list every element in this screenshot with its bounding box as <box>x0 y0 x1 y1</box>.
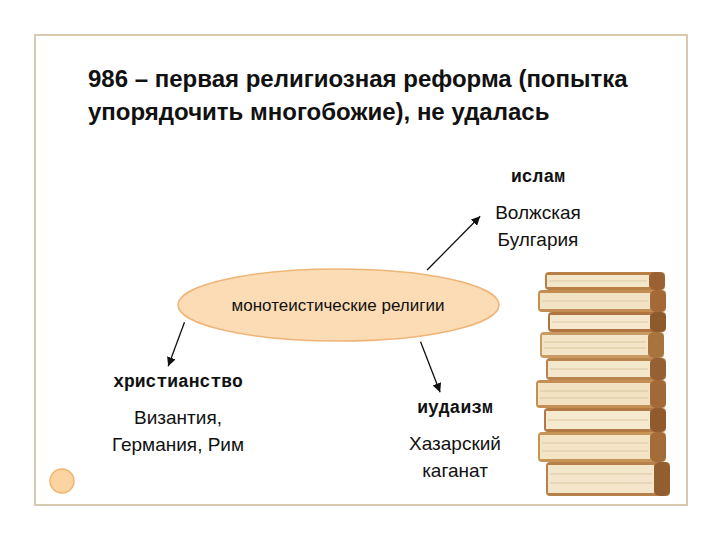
state-name: Волжская Булгария <box>483 199 593 253</box>
arrow-connector <box>168 322 184 366</box>
religion-name: христианство <box>108 370 248 394</box>
state-name: Хазарский каганат <box>399 430 511 484</box>
ellipse-outline <box>178 269 499 341</box>
religion-name: ислам <box>483 165 593 189</box>
text-group: иудаизмХазарский каганат <box>399 396 511 484</box>
state-name: Византия, Германия, Рим <box>108 404 248 458</box>
slide-title: 986 – первая религиозная реформа (попытк… <box>88 62 648 128</box>
slide-frame <box>35 35 687 505</box>
node-label: монотеистические религии <box>232 294 445 317</box>
book-stack <box>536 272 670 496</box>
religion-name: иудаизм <box>399 396 511 420</box>
arrow-connector <box>427 216 480 270</box>
text-group: христианствоВизантия, Германия, Рим <box>108 370 248 458</box>
ellipse-node: монотеистические религии <box>177 268 500 342</box>
orange-dot <box>50 469 74 493</box>
arrow-connector <box>421 342 441 393</box>
text-group: исламВолжская Булгария <box>483 165 593 253</box>
